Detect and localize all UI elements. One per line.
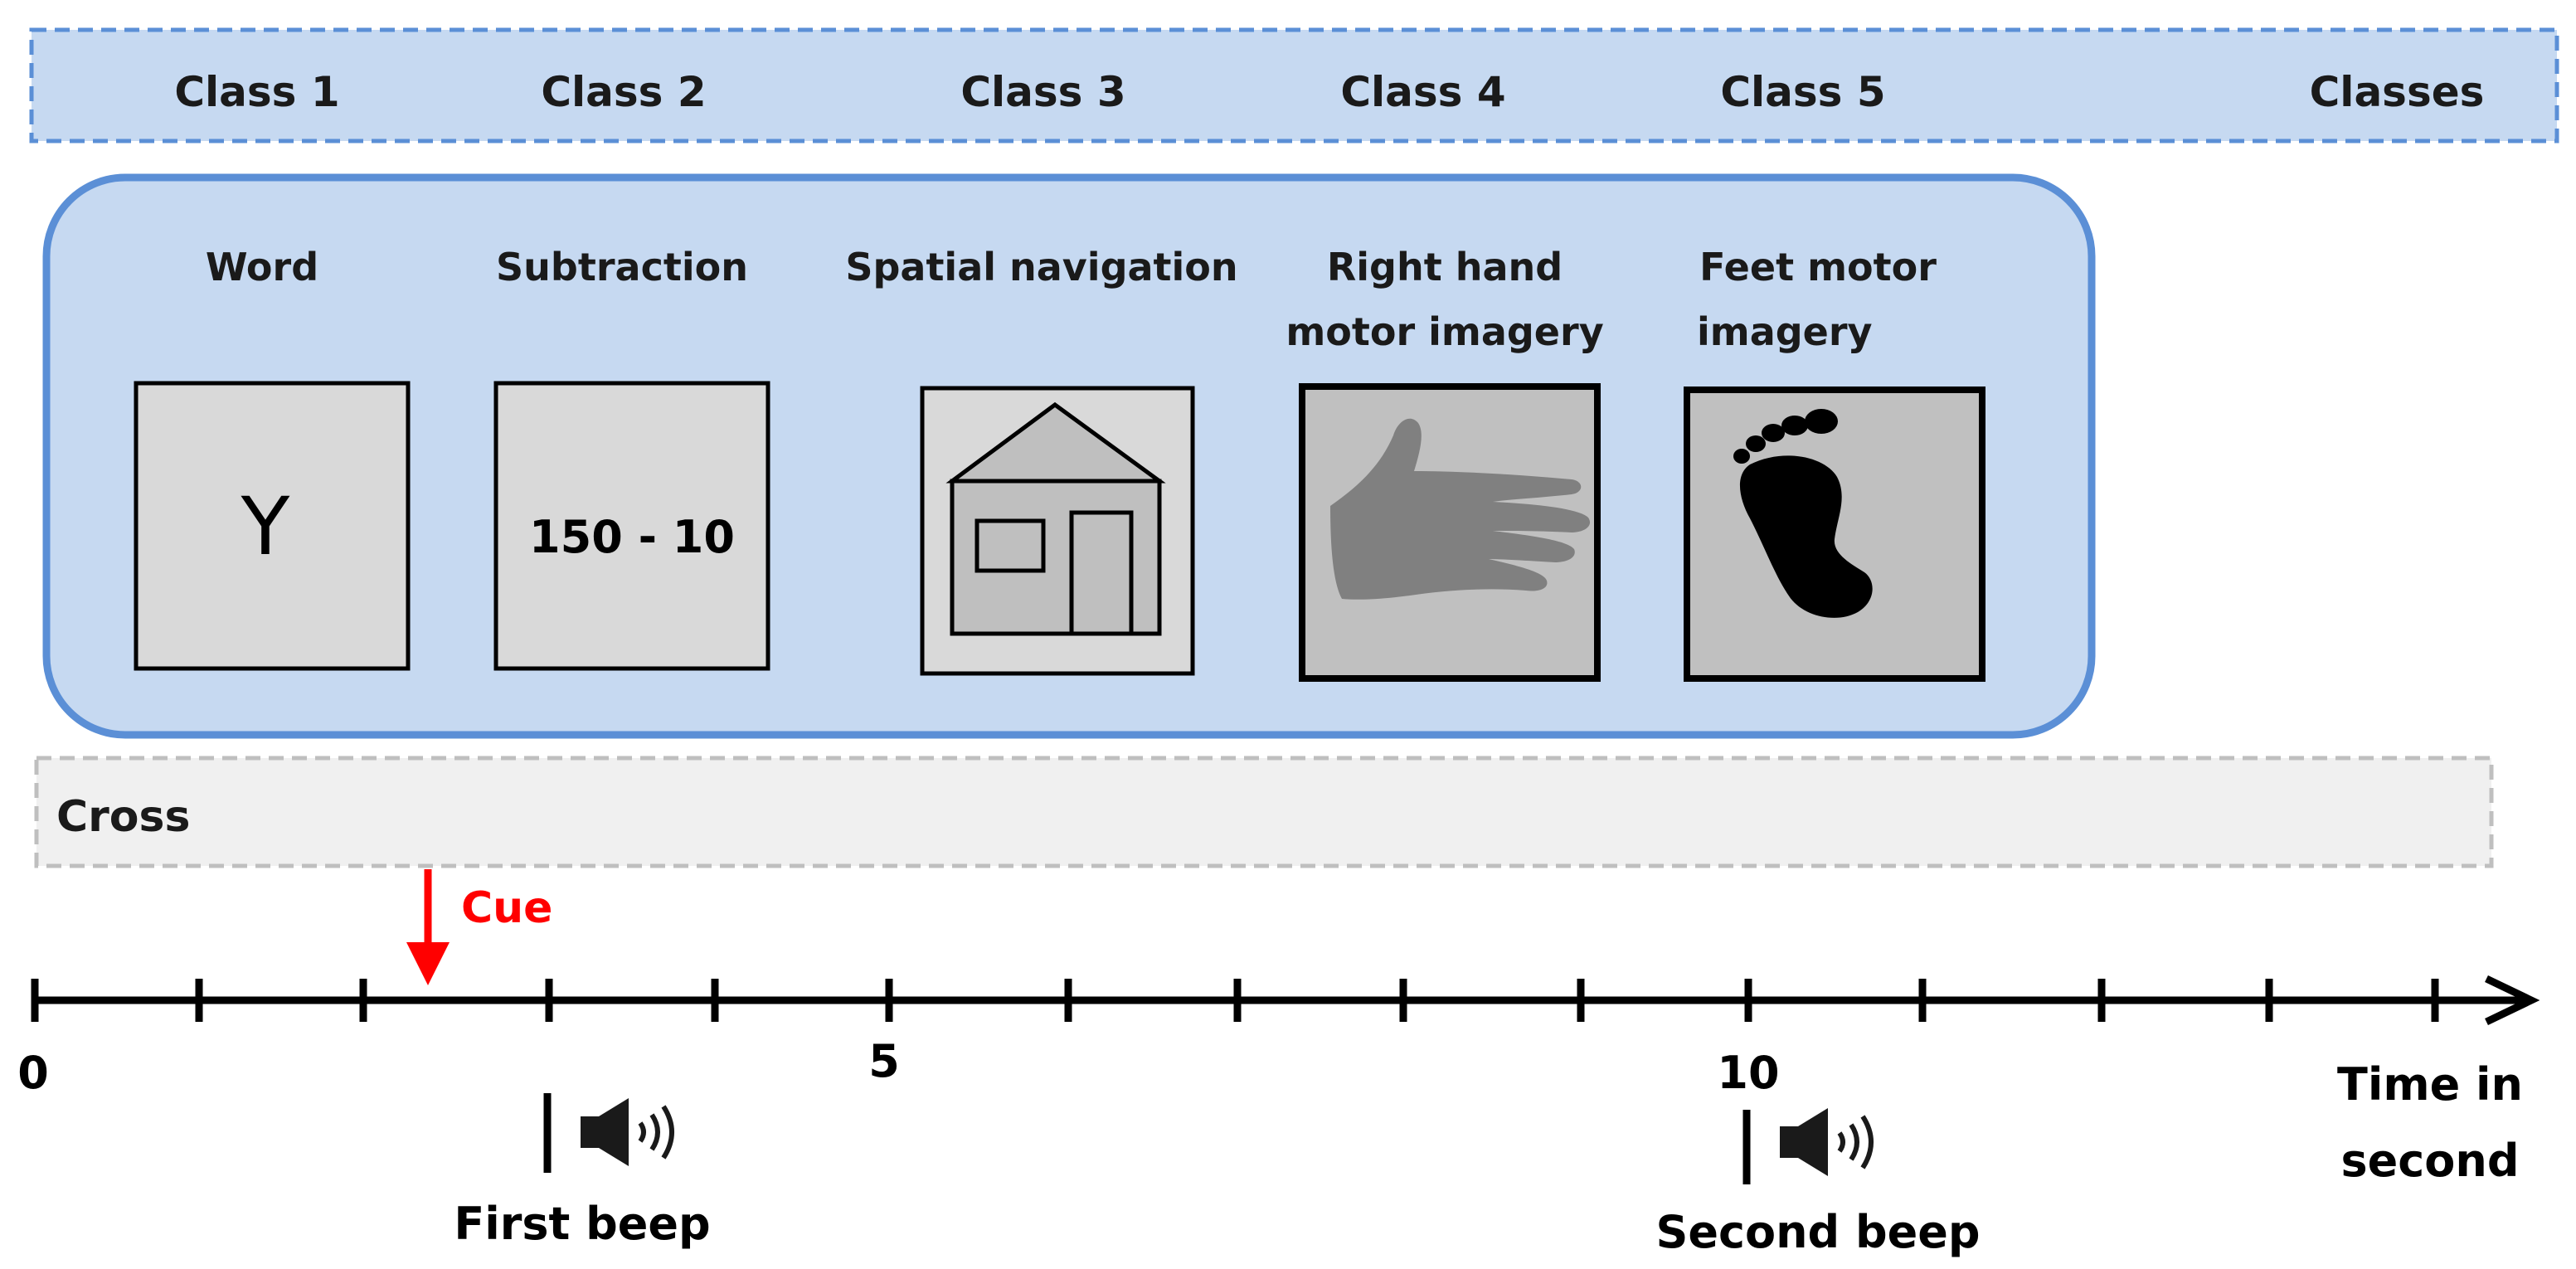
speaker-icon bbox=[581, 1098, 674, 1166]
task-spatial-navigation-title: Spatial navigation bbox=[845, 245, 1237, 289]
class-4-label: Class 4 bbox=[1340, 68, 1505, 116]
classes-end-label: Classes bbox=[2310, 68, 2485, 116]
word-stimulus-box bbox=[134, 381, 411, 671]
task-right-hand-title-line1: Right hand bbox=[1327, 245, 1563, 289]
second-beep-label: Second beep bbox=[1655, 1206, 1980, 1258]
speaker-icon bbox=[1780, 1108, 1874, 1176]
hand-icon bbox=[1330, 418, 1591, 600]
task-word-title: Word bbox=[206, 245, 318, 289]
time-axis-label-line1: Time in bbox=[2337, 1058, 2523, 1111]
time-axis bbox=[33, 975, 2540, 1026]
foot-icon bbox=[1733, 409, 1873, 618]
house-icon bbox=[945, 401, 1166, 636]
task-feet-title-line1: Feet motor bbox=[1699, 245, 1937, 289]
task-subtraction-title: Subtraction bbox=[496, 245, 748, 289]
classes-bar bbox=[29, 27, 2559, 143]
tick-label-10: 10 bbox=[1717, 1047, 1779, 1099]
tick-label-0: 0 bbox=[17, 1047, 49, 1099]
class-2-label: Class 2 bbox=[541, 68, 706, 116]
cue-label: Cue bbox=[461, 883, 552, 933]
axis-ticks bbox=[31, 979, 2439, 1022]
subtraction-stimulus-box bbox=[493, 381, 770, 671]
task-feet-title-line2: imagery bbox=[1697, 309, 1873, 354]
task-right-hand-title-line2: motor imagery bbox=[1286, 309, 1603, 354]
cue-arrow bbox=[406, 869, 450, 985]
cross-bar bbox=[34, 756, 2494, 868]
class-3-label: Class 3 bbox=[960, 68, 1125, 116]
word-stimulus-letter: Y bbox=[241, 480, 290, 573]
subtraction-stimulus-text: 150 - 10 bbox=[529, 511, 735, 563]
tick-label-5: 5 bbox=[868, 1035, 900, 1087]
class-1-label: Class 1 bbox=[174, 68, 339, 116]
class-5-label: Class 5 bbox=[1720, 68, 1885, 116]
cross-label: Cross bbox=[56, 792, 190, 842]
time-axis-label-line2: second bbox=[2341, 1135, 2520, 1187]
first-beep-label: First beep bbox=[454, 1198, 710, 1250]
